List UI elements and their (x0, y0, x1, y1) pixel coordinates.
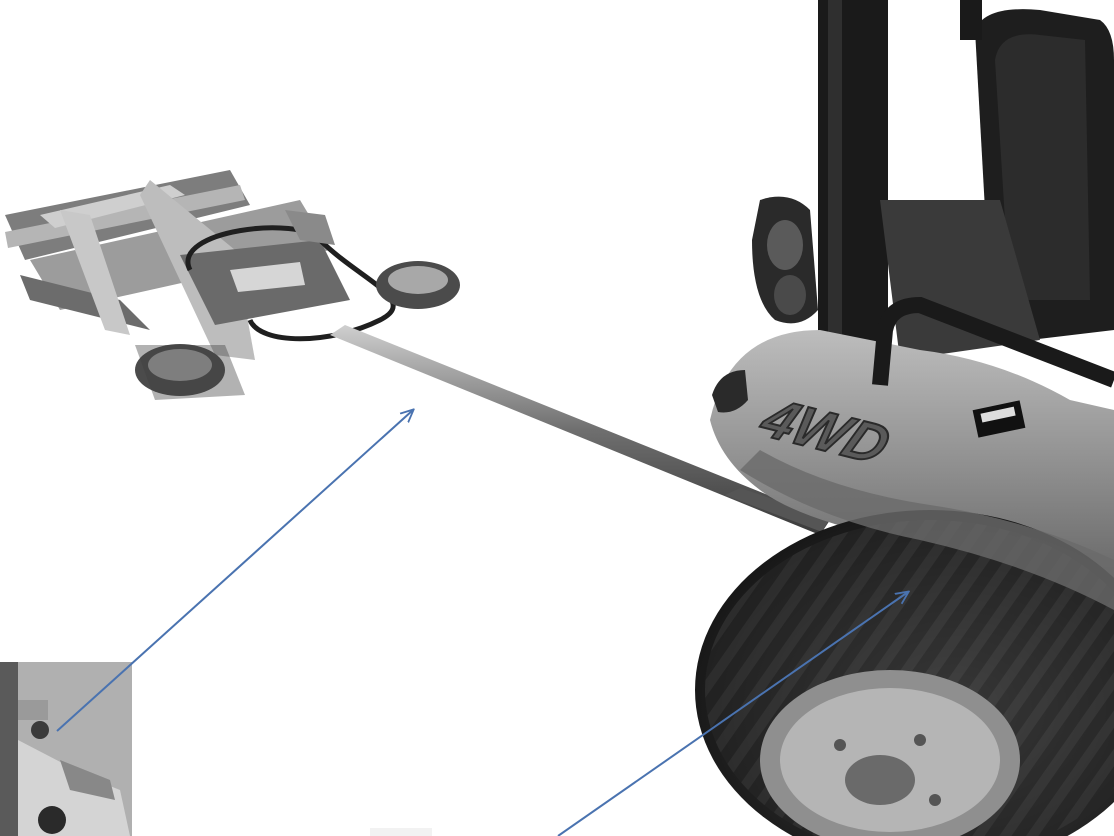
tractor-tire (695, 510, 1114, 836)
tow-bar (330, 325, 830, 535)
inset-photo (0, 662, 132, 836)
tractor: 4WD (695, 0, 1114, 836)
implement-frame (5, 170, 460, 400)
left-arrow-icon (56, 410, 413, 732)
headlight (752, 196, 818, 324)
right-arrow-icon (557, 592, 908, 836)
bottom-patch (370, 828, 432, 836)
